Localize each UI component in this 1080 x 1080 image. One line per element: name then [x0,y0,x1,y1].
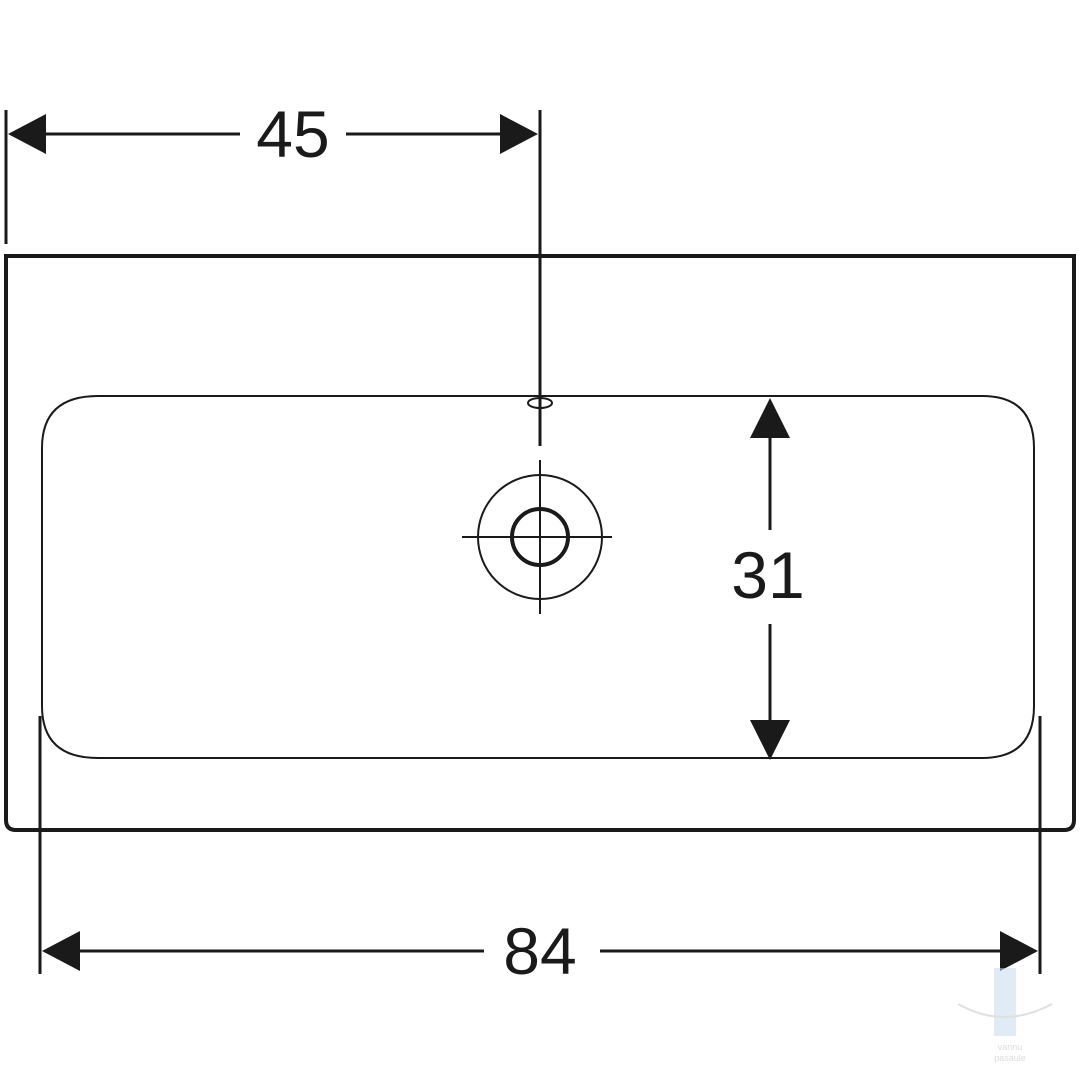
watermark-text-line2: pasaule [994,1053,1026,1063]
watermark-swoosh [957,1003,1053,1018]
dimension-label-45: 45 [256,97,329,171]
dimension-label-84: 84 [503,914,576,988]
dimension-label-31: 31 [731,538,804,612]
arrowhead-up [750,398,790,438]
arrowhead-bottom-right [1000,931,1038,971]
watermark-text-line1: vannu [998,1042,1023,1052]
basin-outer-outline [4,254,1076,832]
waste-outlet [462,460,612,614]
bowl-inner-outline [41,395,1035,759]
dimension-tap-hole-offset: 45 [4,97,542,446]
dimension-bowl-depth: 31 [731,398,805,760]
arrowhead-left [8,114,46,154]
arrowhead-down [750,720,790,760]
arrowhead-bottom-left [42,931,80,971]
watermark-bar [994,968,1016,1036]
watermark-logo: vannu pasaule [957,968,1053,1063]
arrowhead-right [500,114,538,154]
dimension-overall-width: 84 [38,716,1042,988]
